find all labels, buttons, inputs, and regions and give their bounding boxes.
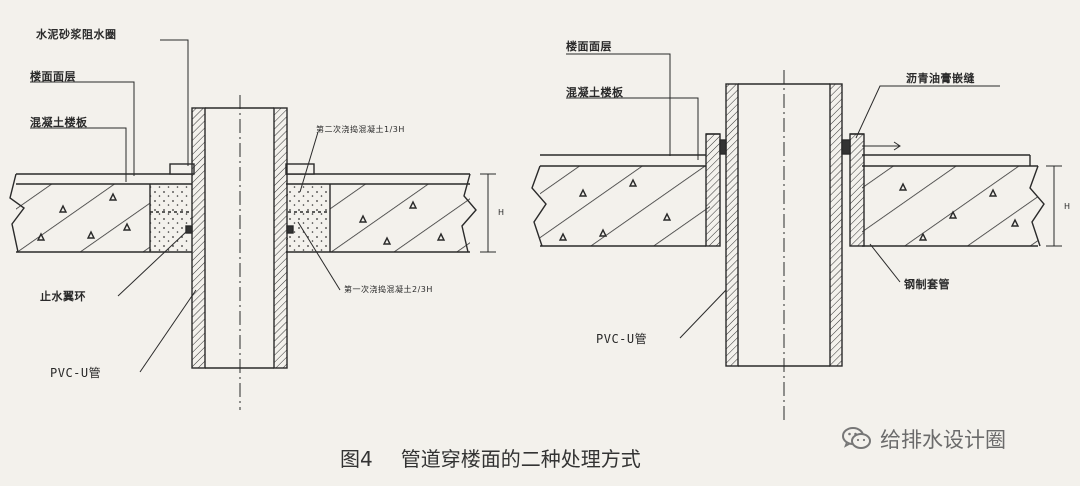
dim-mark-left: H xyxy=(498,208,505,217)
label-concrete-slab-right: 混凝土楼板 xyxy=(566,86,624,99)
left-dimension xyxy=(480,173,496,253)
left-figure xyxy=(9,39,496,410)
label-water-stop-ring: 止水翼环 xyxy=(40,290,86,303)
dim-mark-right: H xyxy=(1064,202,1071,211)
label-asphalt-seal: 沥青油膏嵌缝 xyxy=(906,72,975,85)
right-slab-right xyxy=(862,154,1045,247)
label-steel-sleeve: 钢制套管 xyxy=(904,278,950,291)
left-leaders xyxy=(30,39,341,373)
right-asphalt-seal xyxy=(719,139,851,155)
label-floor-finish-left: 楼面面层 xyxy=(30,70,76,83)
label-concrete-slab-left: 混凝土楼板 xyxy=(30,116,88,129)
label-pipe-right: PVC-U管 xyxy=(596,332,648,346)
caption-number: 图4 xyxy=(340,447,373,471)
right-pipe xyxy=(725,70,843,420)
left-slab-left xyxy=(9,163,195,253)
right-figure xyxy=(531,53,1062,420)
watermark-text: 给排水设计圈 xyxy=(880,428,1006,452)
left-pipe xyxy=(185,95,294,410)
label-pipe-left: PVC-U管 xyxy=(50,366,102,380)
right-steel-sleeve xyxy=(705,133,865,247)
label-mortar-ring: 水泥砂浆阻水圈 xyxy=(36,28,117,41)
figure-caption: 图4 管道穿楼面的二种处理方式 xyxy=(340,443,641,472)
right-leaders xyxy=(566,53,1000,339)
right-slab-left xyxy=(531,154,710,247)
watermark: 给排水设计圈 xyxy=(842,424,1006,454)
label-floor-finish-right: 楼面面层 xyxy=(566,40,612,53)
caption-text: 管道穿楼面的二种处理方式 xyxy=(400,447,641,471)
wechat-icon xyxy=(842,426,872,452)
label-second-pour: 第二次浇捣混凝土1/3H xyxy=(316,125,405,134)
right-dimension xyxy=(1046,165,1062,247)
left-slab-right xyxy=(285,163,477,253)
label-first-pour: 第一次浇捣混凝土2/3H xyxy=(344,285,433,294)
